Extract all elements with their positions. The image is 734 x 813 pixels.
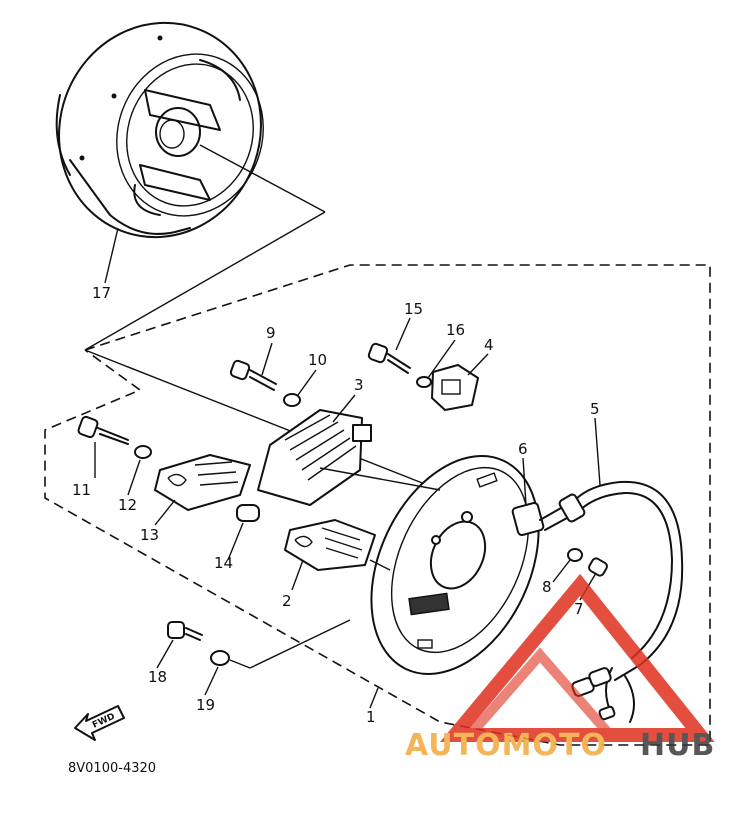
- part-labels: 17 9 15 16 4 10 3 5 6 11 12 13 14 2 8 7 …: [72, 284, 600, 726]
- part-label-15: 15: [404, 300, 423, 318]
- part-label-3: 3: [354, 376, 364, 394]
- spacer-14: [236, 504, 260, 522]
- fwd-arrow: FWD: [74, 705, 125, 741]
- part-label-18: 18: [148, 668, 167, 686]
- watermark: AUTOMOTO HUB: [405, 573, 715, 763]
- washer-8: [567, 548, 583, 562]
- charging-coil-2: [284, 519, 391, 571]
- stator-base-plate: [370, 455, 540, 675]
- leader-lines: [94, 317, 601, 709]
- diagram-code: 8V0100-4320: [68, 761, 156, 776]
- source-coil-13: [154, 454, 251, 511]
- washer-16: [416, 376, 432, 388]
- part-label-12: 12: [118, 496, 137, 514]
- part-label-11: 11: [72, 481, 91, 499]
- part-label-4: 4: [484, 336, 494, 354]
- screw-9: [229, 359, 277, 391]
- part-label-5: 5: [590, 400, 600, 418]
- watermark-brand-a: AUTOMOTO: [405, 728, 607, 763]
- part-label-16: 16: [446, 321, 465, 339]
- flywheel-rotor: [55, 21, 264, 239]
- bracket-4: [431, 364, 479, 411]
- screw-15: [367, 342, 411, 374]
- part-label-13: 13: [140, 526, 159, 544]
- part-label-17: 17: [92, 284, 111, 302]
- part-label-9: 9: [266, 324, 276, 342]
- screw-11: [77, 415, 129, 445]
- part-label-19: 19: [196, 696, 215, 714]
- washer-19: [210, 619, 351, 669]
- part-label-14: 14: [214, 554, 233, 572]
- watermark-logo-icon: [440, 573, 715, 742]
- lead-wire-5: [539, 480, 684, 723]
- screw-7: [588, 557, 608, 577]
- washer-10: [283, 393, 301, 407]
- watermark-brand-b: HUB: [640, 728, 715, 763]
- grommet-6: [511, 502, 545, 536]
- screw-18: [167, 621, 203, 641]
- pickup-coil-3: [257, 409, 441, 506]
- part-label-1: 1: [366, 708, 376, 726]
- part-label-7: 7: [574, 600, 584, 618]
- part-label-10: 10: [308, 351, 327, 369]
- part-label-6: 6: [518, 440, 528, 458]
- part-label-8: 8: [542, 578, 552, 596]
- washer-12: [134, 445, 152, 459]
- part-label-2: 2: [282, 592, 292, 610]
